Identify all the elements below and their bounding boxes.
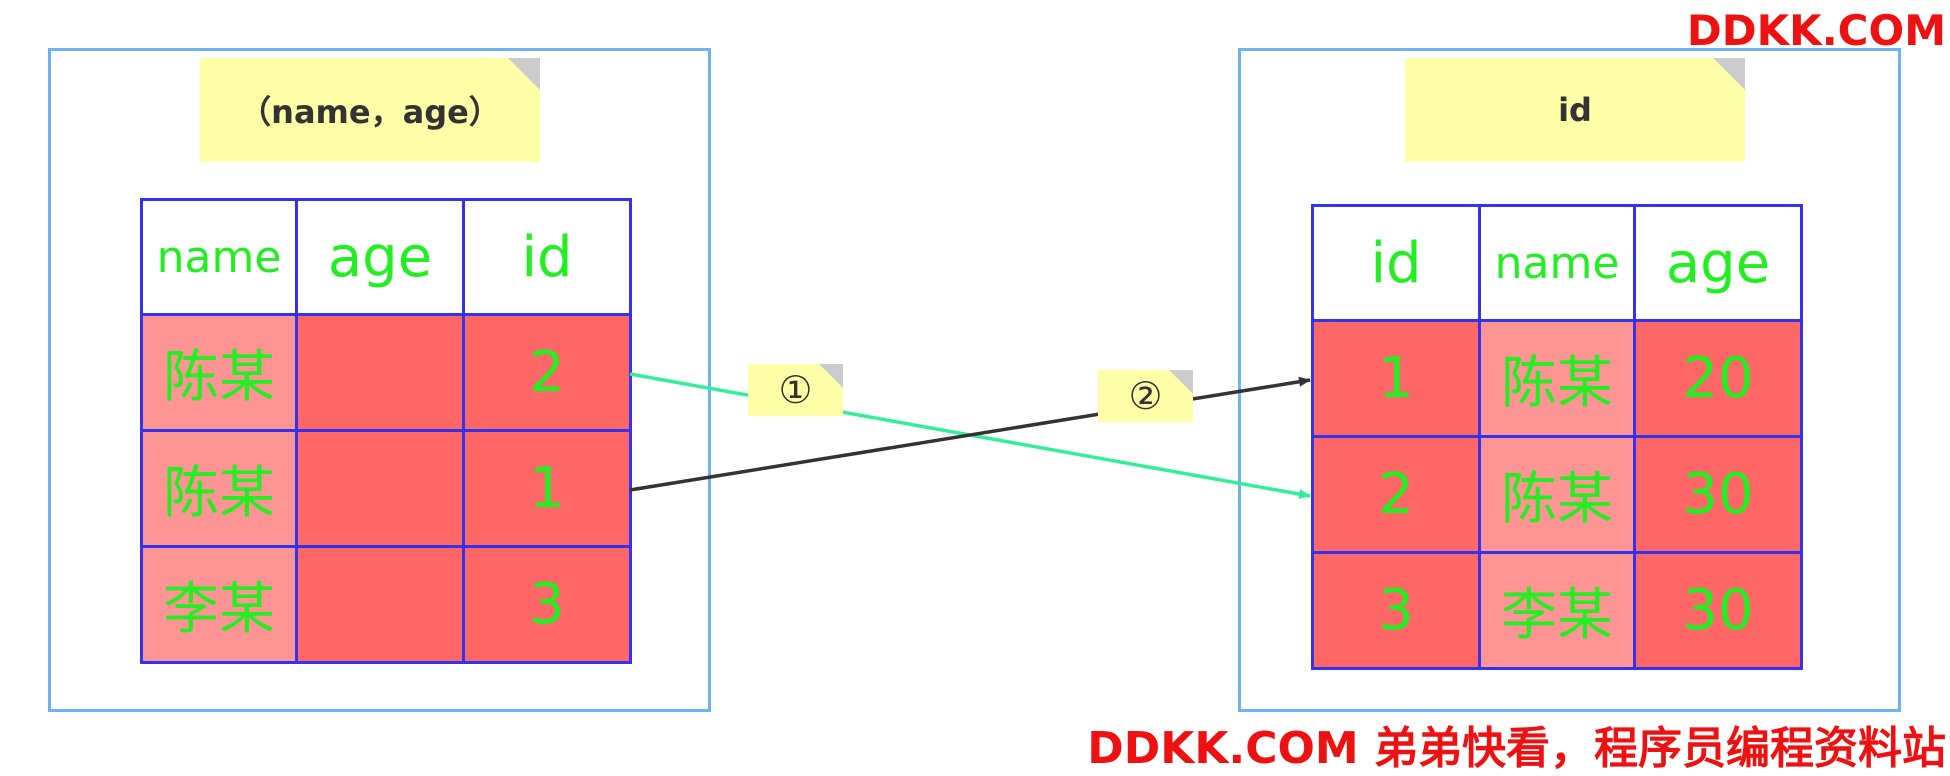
- table-row: 1 陈某 20: [1311, 319, 1803, 438]
- header-id: id: [462, 198, 632, 316]
- table-header-row: name age id: [140, 198, 632, 316]
- right-index-title: id: [1558, 91, 1592, 129]
- cell-age: 30: [1633, 551, 1803, 670]
- watermark-top: DDKK.COM: [1686, 6, 1946, 55]
- table-row: 2 陈某 30: [1311, 435, 1803, 554]
- note-fold-icon: [1713, 58, 1745, 90]
- cell-age: [295, 429, 465, 548]
- cell-id: 2: [462, 313, 632, 432]
- header-age: age: [295, 198, 465, 316]
- cell-name: 陈某: [140, 429, 298, 548]
- right-index-title-note: id: [1405, 58, 1745, 162]
- arrow-step-2-note: ②: [1098, 370, 1193, 422]
- cell-age: 30: [1633, 435, 1803, 554]
- cell-name: 陈某: [1478, 435, 1636, 554]
- header-age: age: [1633, 204, 1803, 322]
- table-row: 陈某 1: [140, 429, 632, 548]
- arrow-2-line: [629, 376, 1311, 492]
- note-fold-icon: [819, 364, 843, 388]
- cell-age: 20: [1633, 319, 1803, 438]
- watermark-bottom: DDKK.COM 弟弟快看，程序员编程资料站: [1087, 723, 1946, 774]
- cell-id: 2: [1311, 435, 1481, 554]
- cell-id: 1: [1311, 319, 1481, 438]
- left-index-title: （name，age）: [239, 93, 501, 131]
- cell-name: 陈某: [140, 313, 298, 432]
- note-fold-icon: [508, 58, 540, 90]
- header-id: id: [1311, 204, 1481, 322]
- cell-name: 陈某: [1478, 319, 1636, 438]
- arrow-step-1-label: ①: [778, 368, 813, 412]
- right-index-table: id name age 1 陈某 20 2 陈某 30 3 李某 30: [1311, 204, 1803, 670]
- header-name: name: [1478, 204, 1636, 322]
- arrow-step-2-label: ②: [1128, 374, 1163, 418]
- cell-id: 3: [1311, 551, 1481, 670]
- left-index-table: name age id 陈某 2 陈某 1 李某 3: [140, 198, 632, 664]
- table-header-row: id name age: [1311, 204, 1803, 322]
- table-row: 3 李某 30: [1311, 551, 1803, 670]
- table-row: 陈某 2: [140, 313, 632, 432]
- arrow-1-line: [629, 372, 1311, 499]
- arrow-step-1-note: ①: [748, 364, 843, 416]
- cell-age: [295, 313, 465, 432]
- table-row: 李某 3: [140, 545, 632, 664]
- cell-id: 1: [462, 429, 632, 548]
- note-fold-icon: [1169, 370, 1193, 394]
- left-index-title-note: （name，age）: [200, 58, 540, 162]
- cell-name: 李某: [1478, 551, 1636, 670]
- cell-name: 李某: [140, 545, 298, 664]
- cell-age: [295, 545, 465, 664]
- header-name: name: [140, 198, 298, 316]
- cell-id: 3: [462, 545, 632, 664]
